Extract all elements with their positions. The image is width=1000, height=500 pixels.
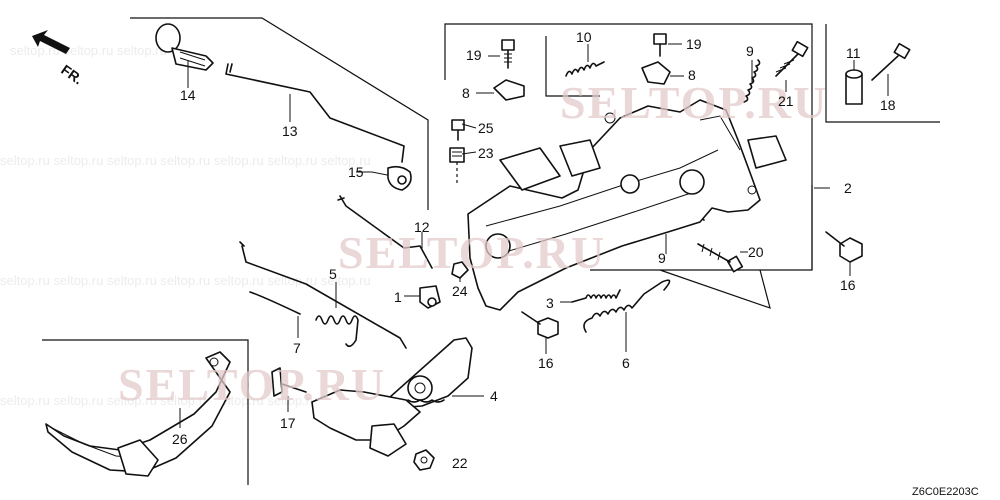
background-watermark-lines: seltop.ru seltop.ru seltop.ru seltop.ru … [0, 43, 371, 408]
part-10-spring [545, 36, 605, 97]
callout-17: 17 [280, 415, 296, 431]
callout-9-top: 9 [746, 43, 754, 59]
part-15-clip [371, 165, 412, 191]
callout-23: 23 [478, 145, 494, 161]
callout-19-left: 19 [466, 47, 482, 63]
part-16-bolt-bottom [521, 311, 559, 354]
watermark: SELTOP.RU [338, 227, 606, 278]
part-26-lever [45, 351, 231, 477]
callout-15: 15 [348, 164, 364, 180]
svg-text:seltop.ru seltop.ru seltop.r: seltop.ru seltop.ru seltop.ru seltop.ru … [0, 393, 371, 408]
callout-8-right: 8 [688, 67, 696, 83]
part-4-lever [311, 337, 484, 457]
svg-text:seltop.ru seltop.ru seltop.ru: seltop.ru seltop.ru seltop.ru [10, 43, 167, 58]
part-20-bolt [697, 243, 744, 273]
callout-19-right: 19 [686, 36, 702, 52]
part-25-bolt [451, 119, 465, 141]
part-7-spring-rod [249, 291, 359, 348]
frame-lines [42, 17, 940, 485]
callout-10: 10 [576, 29, 592, 45]
diagram-code: Z6C0E2203C [912, 486, 979, 498]
part-19-bolt-left [501, 39, 515, 69]
part-18-bolt [871, 42, 911, 96]
callout-6: 6 [622, 355, 630, 371]
part-16-bolt-right [825, 231, 863, 276]
front-arrow-icon [32, 30, 70, 54]
part-8-clip-left [476, 79, 525, 101]
part-12-rod [337, 195, 433, 269]
part-2-control-base [467, 99, 830, 311]
callout-3: 3 [546, 295, 554, 311]
svg-text:seltop.ru seltop.ru seltop.r: seltop.ru seltop.ru seltop.ru seltop.ru … [0, 273, 371, 288]
watermark: SELTOP.RU [118, 359, 386, 410]
svg-text:seltop.ru seltop.ru seltop.r: seltop.ru seltop.ru seltop.ru seltop.ru … [0, 153, 371, 168]
front-label: FR. [58, 61, 86, 87]
callout-14: 14 [180, 87, 196, 103]
callout-16-right: 16 [840, 277, 856, 293]
part-23-stud [449, 147, 465, 186]
callout-7: 7 [293, 340, 301, 356]
callout-22: 22 [452, 455, 468, 471]
part-19-bolt-right [653, 33, 667, 57]
callout-1: 1 [394, 289, 402, 305]
callout-2: 2 [844, 180, 852, 196]
part-8-clip-right [641, 61, 684, 85]
callout-labels: 1 2 3 4 5 6 7 8 8 9 9 10 11 12 13 14 15 … [172, 29, 896, 471]
watermark: SELTOP.RU [560, 77, 828, 128]
part-24-nut [451, 261, 469, 282]
part-17-bolt [271, 367, 307, 412]
callout-25: 25 [478, 120, 494, 136]
callout-21: 21 [778, 93, 794, 109]
watermarks: SELTOP.RU SELTOP.RU SELTOP.RU [118, 77, 828, 410]
callout-8-left: 8 [462, 85, 470, 101]
part-22-nut [413, 449, 435, 471]
part-21-bolt [775, 40, 809, 77]
callout-4: 4 [490, 388, 498, 404]
part-11-collar [845, 60, 863, 105]
part-6-spring [583, 279, 671, 352]
part-1-clip [404, 285, 441, 309]
part-13-rod [225, 63, 405, 163]
front-direction-indicator: FR. [32, 30, 86, 87]
callout-13: 13 [282, 123, 298, 139]
part-9-spring-top [743, 59, 761, 103]
part-5-rod [239, 241, 407, 349]
callout-26: 26 [172, 431, 188, 447]
part-3-spring [571, 289, 621, 303]
part-14-knob [155, 23, 214, 88]
callout-16-bottom: 16 [538, 355, 554, 371]
leader-lines [356, 43, 787, 303]
callout-24: 24 [452, 283, 468, 299]
callout-18: 18 [880, 97, 896, 113]
callout-12: 12 [414, 219, 430, 235]
callout-20: 20 [748, 244, 764, 260]
callout-5: 5 [329, 266, 337, 282]
callout-11: 11 [846, 45, 861, 61]
callout-9-mid: 9 [658, 250, 666, 266]
